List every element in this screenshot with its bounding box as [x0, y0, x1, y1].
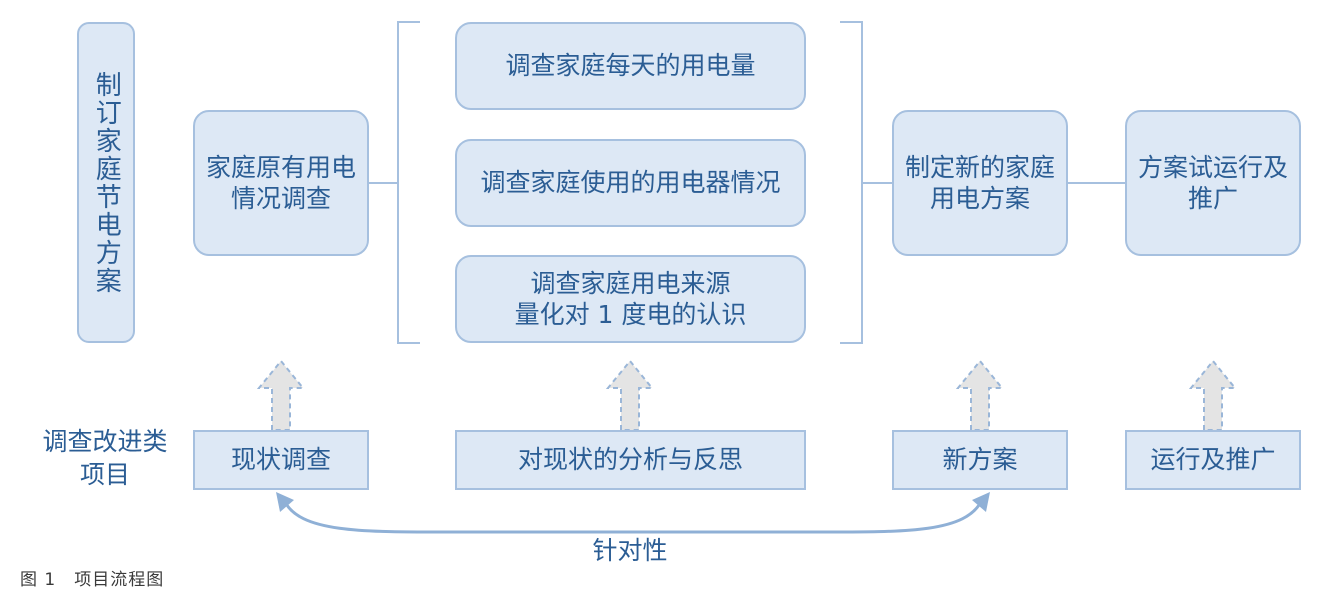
curve-arrowhead-right: [972, 492, 990, 512]
step-new-plan: 制定新的家庭 用电方案: [892, 110, 1068, 256]
plan-title-text: 制订家庭节电方案: [91, 70, 122, 295]
curve-arrowhead-left: [276, 492, 294, 512]
step-new-plan-text: 制定新的家庭 用电方案: [904, 152, 1055, 213]
sub-appliances: 调查家庭使用的用电器情况: [455, 139, 806, 227]
sub-daily-usage: 调查家庭每天的用电量: [455, 22, 806, 110]
up-arrow-2: [605, 359, 655, 431]
stage-current-survey: 现状调查: [193, 430, 369, 490]
stage-analysis-reflection-text: 对现状的分析与反思: [517, 445, 743, 475]
sub-daily-usage-text: 调查家庭每天的用电量: [505, 51, 756, 81]
sub-power-source-text: 调查家庭用电来源 量化对 1 度电的认识: [514, 268, 747, 329]
stage-new-plan: 新方案: [892, 430, 1068, 490]
up-arrow-4: [1188, 359, 1238, 431]
left-bracket: [397, 21, 420, 344]
stage-run-promote-text: 运行及推广: [1150, 445, 1276, 475]
right-bracket: [840, 21, 863, 344]
stage-new-plan-text: 新方案: [942, 445, 1018, 475]
up-arrow-1: [256, 359, 306, 431]
row-label: 调查改进类 项目: [42, 427, 168, 489]
targeting-curve: [282, 499, 984, 534]
figure-caption: 图 1 项目流程图: [20, 570, 165, 590]
stage-analysis-reflection: 对现状的分析与反思: [455, 430, 806, 490]
stage-current-survey-text: 现状调查: [230, 445, 331, 475]
sub-power-source: 调查家庭用电来源 量化对 1 度电的认识: [455, 255, 806, 343]
step-original-usage-survey: 家庭原有用电 情况调查: [193, 110, 369, 256]
up-arrow-3: [955, 359, 1005, 431]
connector-label: 针对性: [592, 536, 668, 565]
sub-appliances-text: 调查家庭使用的用电器情况: [480, 168, 781, 198]
step-original-usage-survey-text: 家庭原有用电 情况调查: [205, 152, 356, 213]
plan-title-box: 制订家庭节电方案: [77, 22, 135, 343]
stage-run-promote: 运行及推广: [1125, 430, 1301, 490]
step-trial-and-promotion: 方案试运行及 推广: [1125, 110, 1301, 256]
step-trial-and-promotion-text: 方案试运行及 推广: [1137, 152, 1288, 213]
